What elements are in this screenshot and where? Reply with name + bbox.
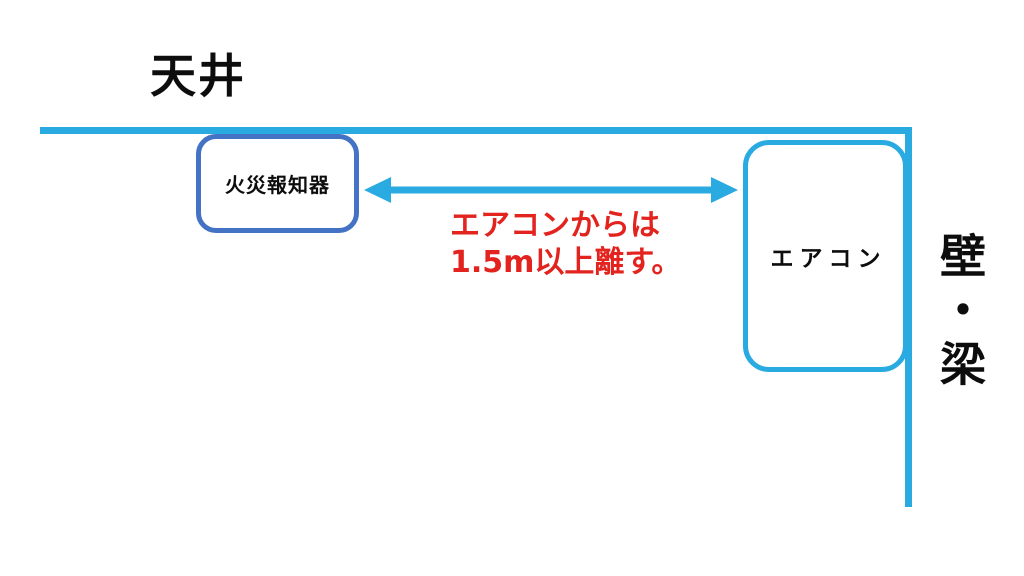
fire-alarm-label: 火災報知器 (225, 173, 330, 197)
double-headed-arrow (364, 177, 738, 203)
ceiling-label: 天井 (150, 49, 246, 103)
aircon-label: エアコン (770, 246, 887, 272)
wall-beam-label: 壁・梁 (933, 232, 987, 394)
distance-note: エアコンからは 1.5m以上離す。 (450, 207, 681, 281)
ceiling-line (40, 127, 912, 134)
wall-line (905, 127, 912, 507)
aircon-box: エアコン (743, 140, 908, 372)
distance-note-line2: 1.5m以上離す。 (450, 245, 682, 280)
fire-alarm-box: 火災報知器 (196, 134, 359, 233)
distance-note-line1: エアコンからは (450, 208, 660, 243)
